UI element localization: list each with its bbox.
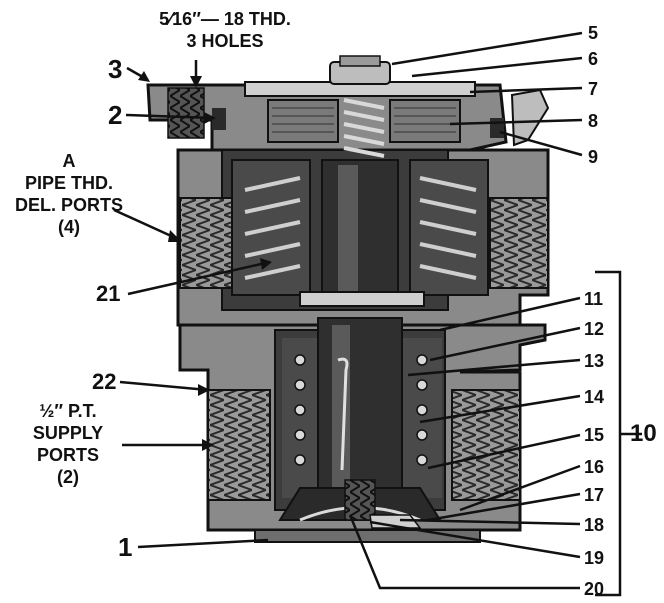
callout-10: 10 bbox=[630, 420, 657, 447]
callout-15: 15 bbox=[584, 425, 605, 445]
top-thread-note: 5⁄16″— 18 THD. 3 HOLES bbox=[150, 8, 300, 52]
supply-line-1: ½″ P.T. bbox=[39, 401, 97, 421]
callout-13: 13 bbox=[584, 351, 605, 371]
delivery-line-1: A bbox=[62, 151, 76, 171]
callout-12: 12 bbox=[584, 319, 605, 339]
central-stem bbox=[299, 159, 425, 307]
delivery-line-2: PIPE THD. bbox=[24, 173, 113, 193]
callout-16: 16 bbox=[584, 457, 605, 477]
upper-spring-right bbox=[419, 176, 477, 280]
callout-19: 19 bbox=[584, 548, 605, 568]
supply-line-4: (2) bbox=[57, 467, 79, 487]
exhaust-diaphragm bbox=[278, 479, 442, 529]
callout-20: 20 bbox=[584, 579, 605, 599]
top-thread-line-1: 5⁄16″— 18 THD. bbox=[159, 9, 291, 29]
top-plate bbox=[244, 55, 476, 97]
callout-7: 7 bbox=[588, 79, 599, 99]
callout-1: 1 bbox=[118, 532, 133, 562]
callout-2: 2 bbox=[108, 100, 123, 130]
delivery-ports-note: A PIPE THD. DEL. PORTS (4) bbox=[4, 150, 134, 238]
supply-line-3: PORTS bbox=[36, 445, 99, 465]
callout-5: 5 bbox=[588, 23, 599, 43]
rubber-spring-left bbox=[267, 99, 339, 143]
callout-6: 6 bbox=[588, 49, 599, 69]
callout-18: 18 bbox=[584, 515, 605, 535]
rubber-spring-right bbox=[389, 99, 461, 143]
leader-lines bbox=[113, 31, 642, 597]
top-thread-line-2: 3 HOLES bbox=[186, 31, 264, 51]
upper-spring-left bbox=[244, 176, 301, 280]
lower-spring-left bbox=[282, 338, 322, 498]
callout-17: 17 bbox=[584, 485, 605, 505]
delivery-line-3: DEL. PORTS bbox=[14, 195, 123, 215]
lower-spring-right bbox=[400, 338, 442, 498]
callout-8: 8 bbox=[588, 111, 599, 131]
supply-ports-note: ½″ P.T. SUPPLY PORTS (2) bbox=[18, 400, 118, 488]
callout-3: 3 bbox=[108, 54, 123, 84]
callout-21: 21 bbox=[96, 281, 121, 306]
callout-11: 11 bbox=[584, 289, 604, 309]
lower-plunger bbox=[317, 317, 403, 499]
supply-line-2: SUPPLY bbox=[32, 423, 104, 443]
callout-9: 9 bbox=[588, 147, 599, 167]
callout-22: 22 bbox=[92, 369, 117, 394]
callout-14: 14 bbox=[584, 387, 605, 407]
arrowheads bbox=[138, 71, 272, 451]
adjusting-spring bbox=[343, 98, 385, 158]
bottom-cover-plate bbox=[254, 529, 481, 543]
delivery-line-4: (4) bbox=[58, 217, 80, 237]
